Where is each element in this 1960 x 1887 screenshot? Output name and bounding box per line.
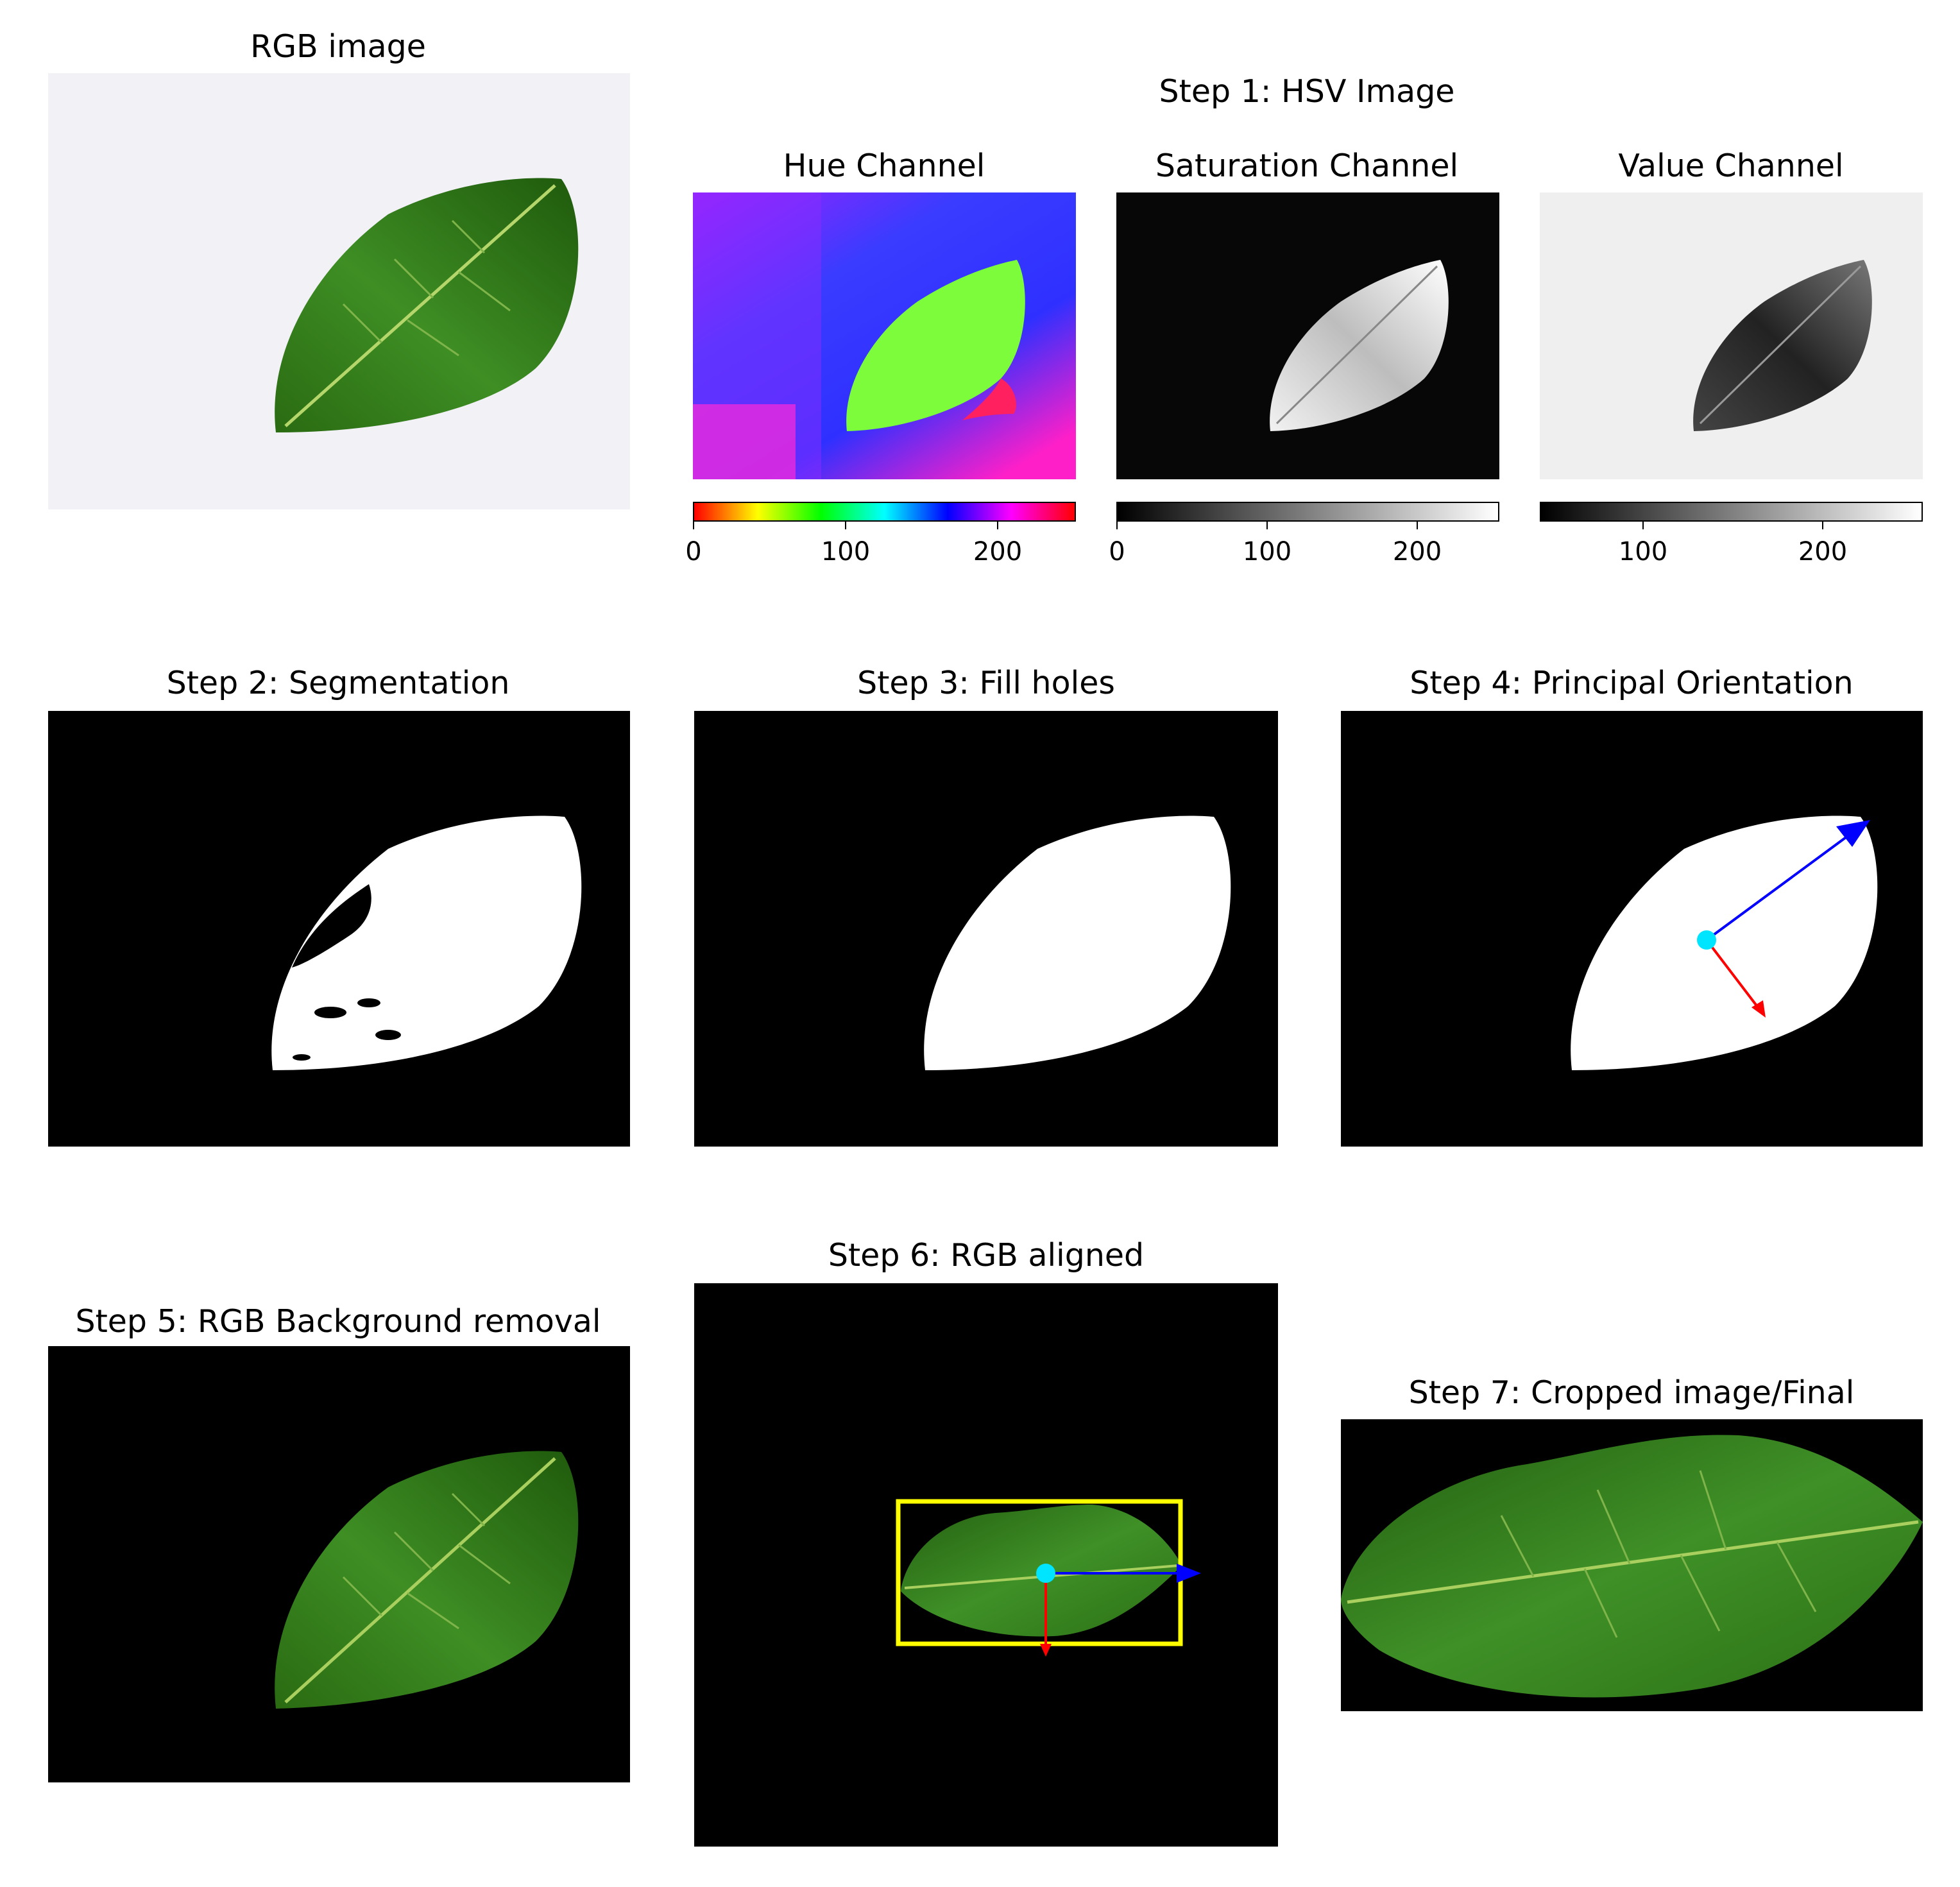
leaf-mask	[924, 815, 1231, 1070]
centroid-marker	[1697, 930, 1716, 950]
leaf-shape	[1693, 260, 1872, 431]
saturation-tick-100: 100	[1242, 537, 1292, 567]
hue-tick-200: 200	[973, 537, 1023, 567]
step7-title: Step 7: Cropped image/Final	[1408, 1374, 1855, 1411]
segmentation-panel	[48, 711, 630, 1147]
hue-colorbar	[693, 502, 1076, 522]
value-tick-200: 200	[1798, 537, 1848, 567]
step5-title: Step 5: RGB Background removal	[75, 1303, 601, 1340]
saturation-colorbar	[1116, 502, 1499, 522]
hue-tick-0: 0	[685, 537, 702, 567]
step6-title: Step 6: RGB aligned	[828, 1237, 1145, 1274]
leaf-shape	[846, 260, 1025, 431]
hue-tick-100: 100	[821, 537, 871, 567]
step3-title: Step 3: Fill holes	[857, 665, 1115, 701]
saturation-channel-panel	[1116, 192, 1499, 479]
major-axis-arrow	[1705, 835, 1849, 941]
rgb-image-panel	[48, 73, 630, 509]
hue-channel-panel	[693, 192, 1076, 479]
leaf-shape	[1341, 1435, 1923, 1698]
value-colorbar	[1540, 502, 1923, 522]
value-tick-100: 100	[1618, 537, 1668, 567]
value-channel-title: Value Channel	[1618, 148, 1844, 184]
background-removal-panel	[48, 1346, 630, 1782]
rgb-image-title: RGB image	[250, 28, 426, 65]
saturation-channel-title: Saturation Channel	[1155, 148, 1459, 184]
leaf-mask	[1571, 815, 1878, 1070]
step4-title: Step 4: Principal Orientation	[1410, 665, 1853, 701]
leaf-mask	[271, 815, 582, 1070]
saturation-tick-200: 200	[1392, 537, 1442, 567]
hue-channel-title: Hue Channel	[783, 148, 985, 184]
saturation-tick-0: 0	[1109, 537, 1125, 567]
step2-title: Step 2: Segmentation	[166, 665, 510, 701]
value-channel-panel	[1540, 192, 1923, 479]
fill-holes-panel	[694, 711, 1278, 1147]
centroid-marker	[1036, 1564, 1055, 1583]
cropped-final-panel	[1341, 1419, 1923, 1711]
rgb-aligned-panel	[694, 1283, 1278, 1847]
principal-orientation-panel	[1341, 711, 1923, 1147]
step1-title: Step 1: HSV Image	[1159, 73, 1455, 110]
leaf-shape	[1270, 260, 1449, 431]
minor-axis-arrow	[1705, 939, 1759, 1009]
